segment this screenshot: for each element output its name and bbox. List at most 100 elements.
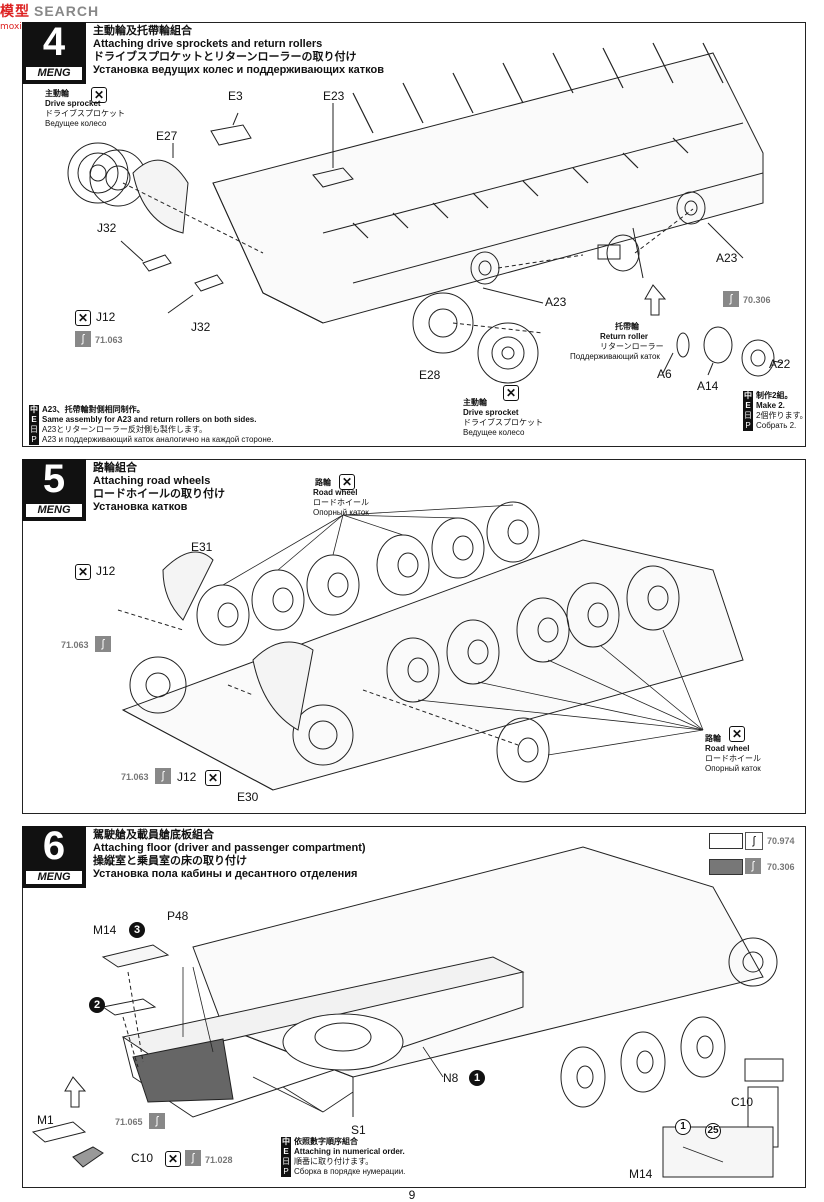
- step-6-drawing: [31, 846, 784, 1178]
- paint-brush-icon: ʃ: [723, 291, 739, 307]
- step-number: 5: [42, 457, 66, 501]
- drive-sprocket-ja: ドライブスプロケット: [463, 418, 543, 427]
- meng-logo: MENG: [26, 67, 82, 80]
- step-6-panel: 6 MENG 駕駛艙及載員艙底板組合 Attaching floor (driv…: [22, 824, 806, 1188]
- road-wheel-ja: ロードホイール: [313, 498, 369, 507]
- paint-brush-icon: ʃ: [185, 1150, 201, 1166]
- drive-sprocket-ru: Ведущее колесо: [463, 428, 525, 437]
- order-number: 2: [89, 997, 105, 1013]
- part-label: C10: [131, 1151, 154, 1165]
- step-4-drawing: [67, 42, 784, 384]
- part-label: S1: [351, 1123, 366, 1137]
- note-ja: 順番に取り付けます。: [294, 1157, 374, 1167]
- no-glue-icon: ✕: [729, 726, 745, 742]
- title-ru: Установка ведущих колес и поддерживающих…: [93, 64, 385, 76]
- part-label: E3: [228, 89, 243, 103]
- no-glue-icon: ✕: [339, 474, 355, 490]
- road-wheel-en: Road wheel: [313, 488, 358, 497]
- no-glue-icon: ✕: [503, 385, 519, 401]
- paint-brush-icon: ʃ: [155, 768, 171, 784]
- note-ru: Сборка в порядке нумерации.: [294, 1167, 406, 1177]
- paint-code: 71.065: [115, 1117, 143, 1127]
- paint-brush-icon: ʃ: [745, 832, 763, 850]
- watermark: 模型 SEARCH: [0, 0, 99, 22]
- no-glue-icon: ✕: [165, 1151, 181, 1167]
- part-label: A14: [697, 379, 719, 393]
- order-number: 3: [129, 922, 145, 938]
- title-ja: ドライブスプロケットとリターンローラーの取り付け: [93, 51, 357, 63]
- legend-code: 70.306: [767, 862, 795, 872]
- make-zh: 制作2組。: [756, 391, 793, 401]
- part-label: J12: [96, 310, 116, 324]
- page-number: 9: [408, 1188, 416, 1202]
- part-label: J32: [97, 221, 117, 235]
- part-label: A23: [545, 295, 567, 309]
- step-titles: 駕駛艙及載員艙底板組合 Attaching floor (driver and …: [93, 829, 366, 881]
- make-en: Make 2.: [756, 401, 785, 411]
- legend-swatch-dark: [709, 859, 743, 875]
- road-wheel-zh: 路輪: [315, 478, 331, 487]
- road-wheel-zh: 路輪: [705, 734, 721, 743]
- road-wheel-en: Road wheel: [705, 744, 750, 753]
- title-zh: 路輪組合: [93, 462, 137, 474]
- note-en: Attaching in numerical order.: [294, 1147, 405, 1157]
- part-label: E30: [237, 790, 259, 804]
- no-glue-icon: ✕: [75, 310, 91, 326]
- paint-code: 70.306: [743, 295, 771, 305]
- part-label: A23: [716, 251, 738, 265]
- title-ru: Установка катков: [93, 501, 188, 513]
- road-wheel-ja: ロードホイール: [705, 754, 761, 763]
- paint-brush-icon: ʃ: [95, 636, 111, 652]
- paint-code: 71.063: [95, 335, 123, 345]
- step-badge: 6 MENG: [22, 824, 86, 888]
- note-ru: A23 и поддерживающий каток аналогично на…: [42, 435, 274, 445]
- step-number: 6: [42, 824, 66, 868]
- drive-sprocket-ru: Ведущее колесо: [45, 119, 107, 128]
- step-number: 4: [42, 20, 66, 64]
- part-label: C10: [731, 1095, 754, 1109]
- paint-code: 71.063: [61, 640, 89, 650]
- step-titles: 路輪組合 Attaching road wheels ロードホイールの取り付け …: [93, 462, 225, 514]
- order-number: 1: [469, 1070, 485, 1086]
- part-label: M14: [93, 923, 117, 937]
- step-titles: 主動輪及托帶輪組合 Attaching drive sprockets and …: [93, 25, 384, 77]
- title-en: Attaching drive sprockets and return rol…: [93, 38, 323, 50]
- note-zh: 依照數字順序組合: [294, 1137, 358, 1147]
- part-label: P48: [167, 909, 189, 923]
- title-ja: 操縦室と乗員室の床の取り付け: [93, 855, 247, 867]
- make-ja: 2個作ります。: [756, 411, 808, 421]
- note-en: Same assembly for A23 and return rollers…: [42, 415, 257, 425]
- part-label: E28: [419, 368, 441, 382]
- note-zh: A23、托帶輪對側相同制作。: [42, 405, 145, 415]
- paint-code: 71.028: [205, 1155, 233, 1165]
- make-ru: Собрать 2.: [756, 421, 797, 431]
- title-ru: Установка пола кабины и десантного отдел…: [93, 868, 358, 880]
- road-wheel-ru: Опорный каток: [313, 508, 369, 517]
- drive-sprocket-en: Drive sprocket: [463, 408, 519, 417]
- return-roller-zh: 托帶輪: [615, 322, 639, 331]
- part-label: E23: [323, 89, 345, 103]
- drive-sprocket-en: Drive sprocket: [45, 99, 101, 108]
- part-label: J12: [96, 564, 116, 578]
- part-label: E27: [156, 129, 178, 143]
- return-roller-en: Return roller: [600, 332, 649, 341]
- title-en: Attaching road wheels: [93, 475, 211, 487]
- step-4-panel: 4 MENG 主動輪及托帶輪組合 Attaching drive sprocke…: [22, 20, 808, 447]
- part-label: E31: [191, 540, 213, 554]
- part-label: A6: [657, 367, 672, 381]
- note-ja: A23とリターンローラー反対側も製作します。: [42, 425, 208, 435]
- circle-number: 25: [705, 1123, 721, 1139]
- drive-sprocket-ja: ドライブスプロケット: [45, 109, 125, 118]
- step-5-panel: 5 MENG 路輪組合 Attaching road wheels ロードホイー…: [22, 457, 806, 814]
- watermark-text-cn: 模型: [0, 3, 30, 19]
- drive-sprocket-zh: 主動輪: [45, 89, 69, 98]
- road-wheel-ru: Опорный каток: [705, 764, 761, 773]
- step-5-drawing: [117, 501, 744, 791]
- part-label: M1: [37, 1113, 54, 1127]
- title-en: Attaching floor (driver and passenger co…: [93, 842, 366, 854]
- part-label: M14: [629, 1167, 653, 1181]
- no-glue-icon: ✕: [91, 87, 107, 103]
- paint-code: 71.063: [121, 772, 149, 782]
